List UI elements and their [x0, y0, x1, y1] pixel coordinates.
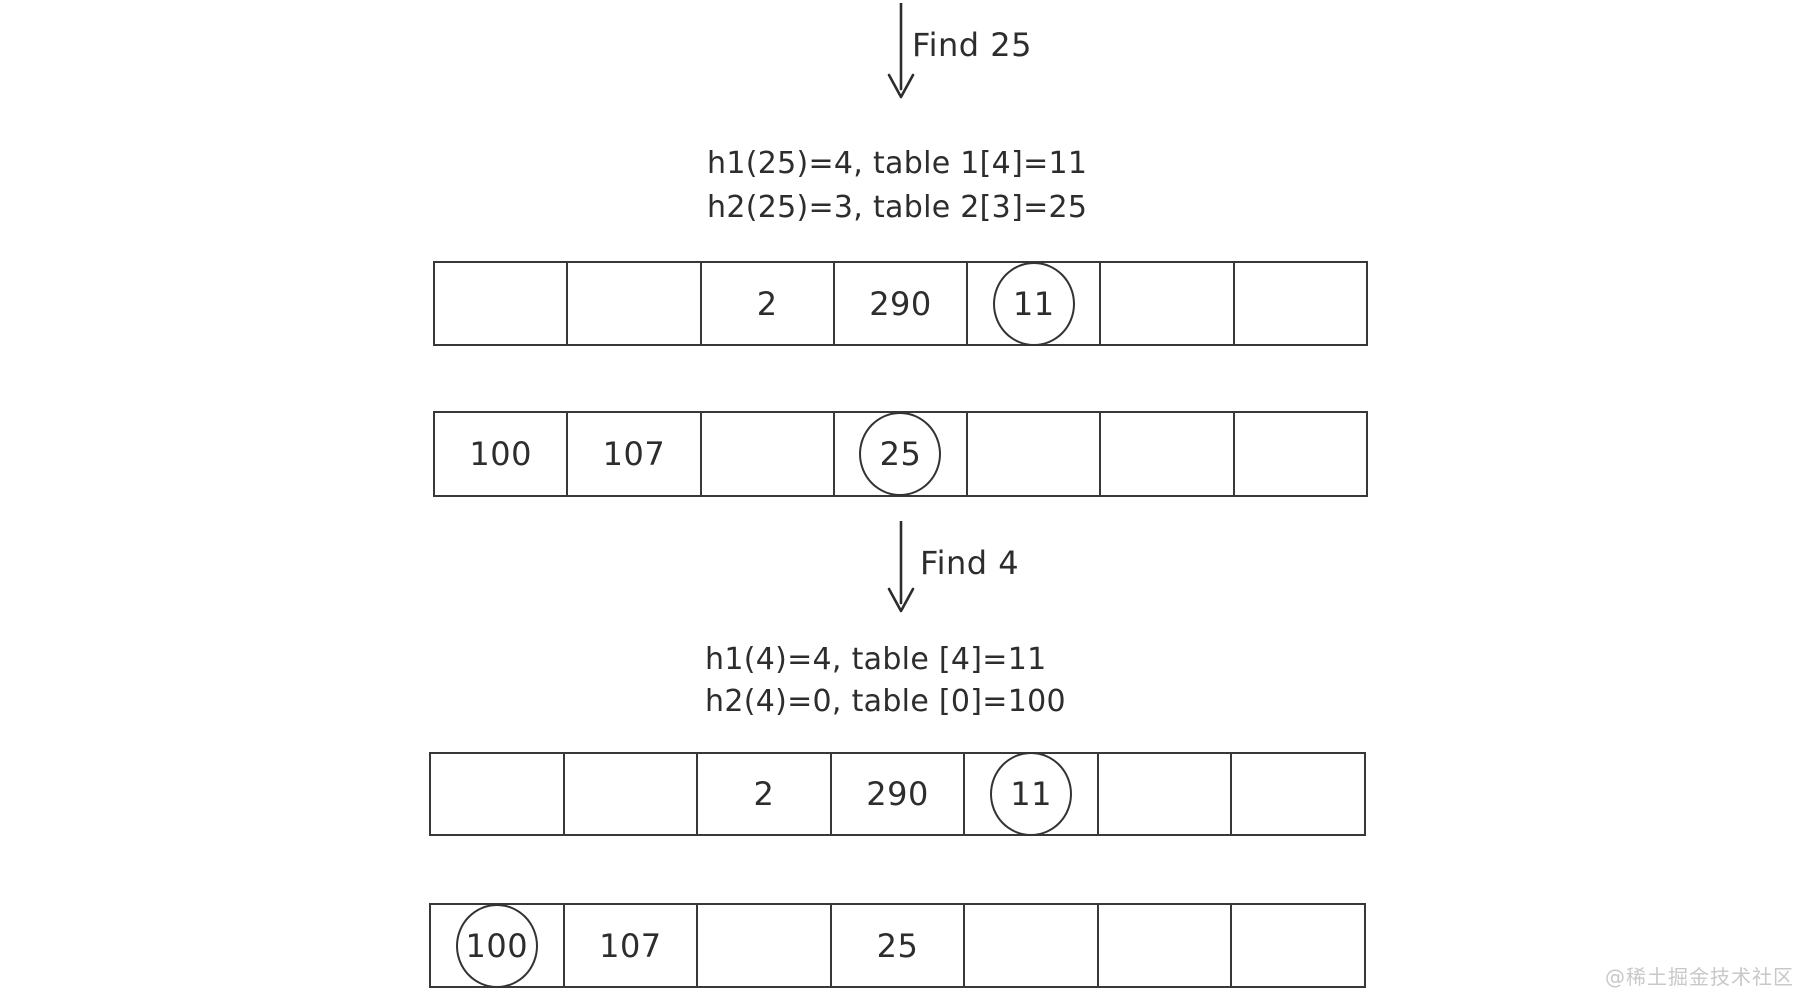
cell-value: 2 [756, 284, 778, 323]
hash-table-cell: 11 [966, 261, 1099, 346]
step1-table-1: 2 290 11 [433, 261, 1368, 346]
hash-table-cell: 107 [566, 413, 699, 495]
highlight-circle: 25 [859, 412, 942, 496]
hash-table-cell: 25 [832, 412, 966, 496]
cell-value: 25 [876, 926, 919, 965]
hash-table-cell [1230, 905, 1364, 986]
hash-table-cell [435, 263, 566, 344]
hash-table-cell: 107 [562, 905, 697, 986]
hash-table-cell [966, 413, 1099, 495]
highlight-circle: 11 [990, 752, 1073, 836]
down-arrow-icon [887, 3, 915, 99]
formula-line: h1(4)=4, table [4]=11 [705, 642, 1047, 677]
step1-table-2: 100 107 25 [433, 411, 1368, 497]
cell-value: 100 [469, 435, 532, 473]
hash-table-cell: 290 [832, 263, 966, 344]
cell-value: 11 [1010, 775, 1052, 813]
hash-table-cell [562, 754, 697, 834]
hash-table-cell [431, 754, 563, 834]
hash-table-cell: 290 [829, 754, 964, 834]
hash-table-cell: 2 [696, 754, 830, 834]
cell-value: 290 [869, 284, 932, 323]
hash-table-cell [1096, 905, 1231, 986]
step2-table-2: 100 107 25 [429, 903, 1366, 988]
formula-line: h2(25)=3, table 2[3]=25 [707, 190, 1088, 225]
hash-table-cell [1099, 263, 1232, 344]
watermark: @稀土掘金技术社区 [1605, 965, 1794, 989]
step2-formula: h1(4)=4, table [4]=11 h2(4)=0, table [0]… [705, 639, 1066, 723]
highlight-circle: 11 [992, 261, 1075, 346]
hash-table-cell [1230, 754, 1364, 834]
hash-table-cell [963, 905, 1097, 986]
formula-line: h1(25)=4, table 1[4]=11 [707, 146, 1088, 181]
find-4-label: Find 4 [920, 544, 1020, 582]
hash-table-cell [1096, 754, 1231, 834]
cell-value: 290 [866, 775, 929, 813]
step1-formula: h1(25)=4, table 1[4]=11 h2(25)=3, table … [707, 142, 1087, 230]
cell-value: 11 [1012, 284, 1055, 323]
find-25-label: Find 25 [912, 26, 1032, 64]
cell-value: 25 [879, 435, 922, 473]
hash-table-cell: 100 [431, 903, 563, 988]
hash-table-cell [566, 263, 699, 344]
step2-table-1: 2 290 11 [429, 752, 1366, 836]
hash-table-cell [1232, 263, 1366, 344]
hash-table-cell [1232, 413, 1366, 495]
hash-table-cell [696, 905, 830, 986]
cell-value: 107 [599, 926, 662, 965]
cell-value: 107 [602, 435, 666, 473]
hash-table-cell [1099, 413, 1232, 495]
hash-table-cell: 2 [699, 263, 833, 344]
cell-value: 2 [753, 775, 775, 813]
hash-table-cell: 25 [829, 905, 964, 986]
cell-value: 100 [465, 926, 529, 965]
hash-table-cell [699, 413, 833, 495]
hash-table-cell: 11 [963, 752, 1097, 836]
formula-line: h2(4)=0, table [0]=100 [705, 684, 1066, 719]
down-arrow-icon [887, 521, 915, 613]
hash-table-cell: 100 [435, 413, 566, 495]
highlight-circle: 100 [455, 903, 538, 988]
